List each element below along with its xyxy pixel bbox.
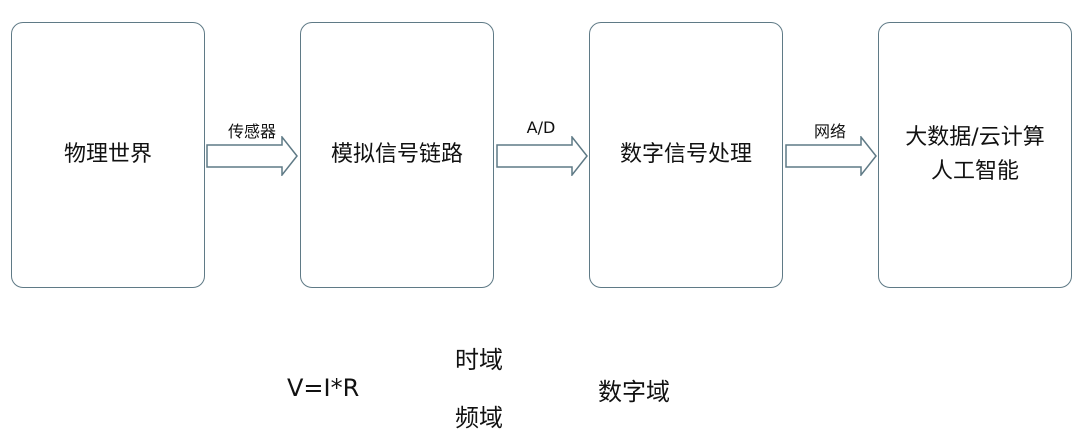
stage-label: 模拟信号链路 [330, 142, 463, 167]
stage-label-line-1: 大数据/云计算 [905, 125, 1045, 150]
stage-box-analog-chain: 模拟信号链路 [300, 22, 494, 288]
digital-domain-text: 数字域 [598, 378, 670, 406]
arrow-label-network: 网络 [813, 122, 847, 141]
stage-box-digital-processing: 数字信号处理 [589, 22, 783, 288]
stage-label: 物理世界 [63, 142, 152, 167]
frequency-domain-text: 频域 [455, 404, 503, 432]
arrow-label-sensor: 传感器 [227, 122, 277, 141]
stage-label: 数字信号处理 [619, 142, 752, 167]
right-arrow-icon [206, 136, 298, 176]
arrow-label-ad: A/D [526, 118, 556, 137]
stage-box-bigdata-ai: 大数据/云计算 人工智能 [878, 22, 1072, 288]
right-arrow-icon [496, 136, 588, 176]
formula-text: V=I*R [287, 374, 360, 402]
time-domain-text: 时域 [455, 346, 503, 374]
right-arrow-icon [785, 136, 877, 176]
stage-label-line-2: 人工智能 [930, 159, 1019, 184]
stage-box-physical-world: 物理世界 [11, 22, 205, 288]
